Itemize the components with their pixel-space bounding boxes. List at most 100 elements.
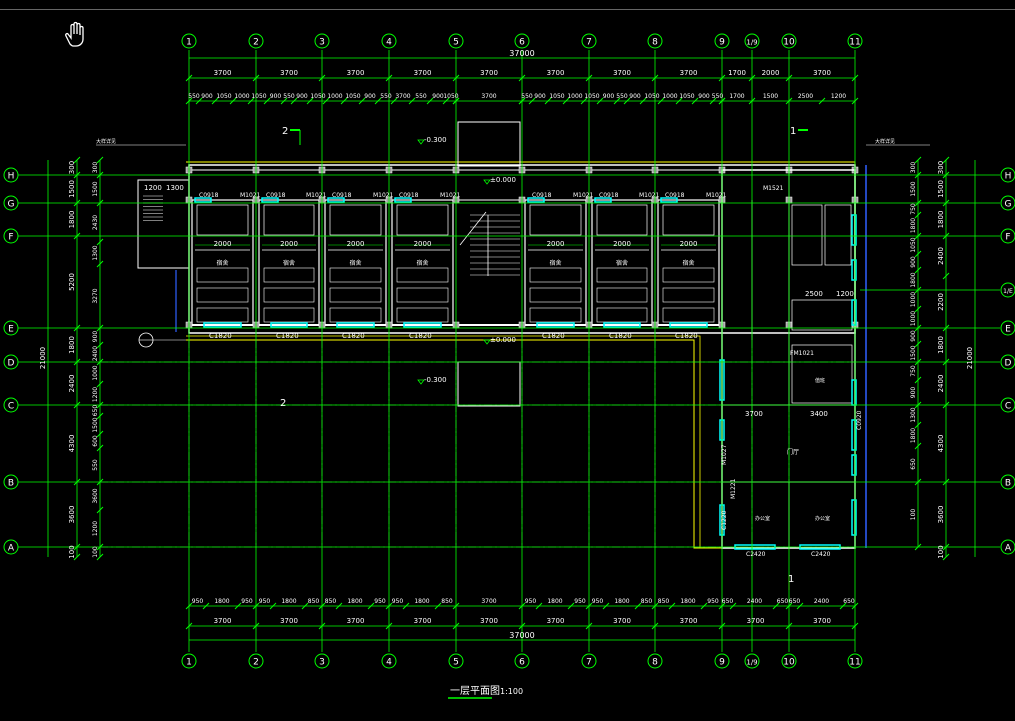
dim-top-detail-tick bbox=[322, 97, 330, 105]
dim-right-outer-text: 1800 bbox=[937, 211, 945, 229]
door-m1521: M1521 bbox=[763, 185, 784, 192]
dim-left-inner-text: 1500 bbox=[92, 181, 99, 196]
dim-right-inner-tick bbox=[914, 376, 922, 384]
dim-right-inner-text: 1800 bbox=[910, 428, 917, 443]
dim-bottom-detail-text: 850 bbox=[325, 598, 337, 605]
note-right: 大样详见 bbox=[875, 138, 895, 145]
dim-bottom-bay-text: 3700 bbox=[747, 617, 765, 625]
dim-right-outer-tick bbox=[942, 358, 950, 366]
dim-top-bay-tick bbox=[651, 74, 659, 82]
axis-bubble bbox=[1000, 474, 1015, 490]
axis-bubble bbox=[647, 33, 663, 49]
dim-right-outer-text: 1500 bbox=[937, 180, 945, 198]
dim-top-detail-tick bbox=[748, 97, 756, 105]
dim-top-detail-tick bbox=[358, 97, 366, 105]
room-width-text: 2000 bbox=[347, 240, 365, 248]
window-top bbox=[594, 197, 612, 203]
bed bbox=[596, 267, 648, 283]
dim-left-inner-text: 2400 bbox=[92, 346, 99, 361]
bed bbox=[196, 307, 249, 323]
window-top-label: C0918 bbox=[399, 192, 419, 199]
dim-right-inner-tick bbox=[914, 211, 922, 219]
section-mark-bottom: 2 bbox=[280, 398, 286, 409]
axis-bubble bbox=[1000, 282, 1015, 298]
dim-top-bay-text: 3700 bbox=[680, 69, 698, 77]
axis-bubble bbox=[744, 33, 760, 49]
dim-top-bay-text: 3700 bbox=[613, 69, 631, 77]
hand-pan-icon[interactable] bbox=[65, 21, 84, 47]
axis-row-label: C bbox=[1005, 402, 1011, 412]
dim-bottom-detail-tick bbox=[634, 602, 642, 610]
dim-left-outer-tick bbox=[73, 171, 81, 179]
dim-bottom-detail-text: 950 bbox=[525, 598, 537, 605]
door-top-label: M1021 bbox=[373, 192, 394, 199]
axis-col-label: 1 bbox=[186, 38, 192, 48]
room-width-text: 2000 bbox=[214, 240, 232, 248]
dim-bottom-detail-text: 950 bbox=[392, 598, 404, 605]
dim-left-outer-text: 3600 bbox=[68, 506, 76, 524]
room-name-text: 宿舍 bbox=[416, 259, 428, 267]
axis-row-label: D bbox=[1005, 359, 1012, 369]
axis-row-label: D bbox=[8, 359, 15, 369]
dim-left-inner-text: 1200 bbox=[92, 387, 99, 402]
bed bbox=[196, 267, 249, 283]
dim-bottom-detail-text: 2400 bbox=[814, 598, 829, 605]
dim-top-detail-text: 1000 bbox=[327, 93, 342, 100]
axis-row-label: H bbox=[8, 172, 15, 182]
dim-bottom-detail-text: 950 bbox=[259, 598, 271, 605]
axis-row-label: F bbox=[8, 233, 13, 243]
dim-bottom-detail-tick bbox=[367, 602, 375, 610]
door-top-label: M1021 bbox=[440, 192, 461, 199]
dim-top-detail-text: 550 bbox=[415, 93, 427, 100]
window-bottom bbox=[669, 322, 708, 328]
dim-right-outer-text: 100 bbox=[937, 545, 945, 558]
dim-bottom-detail-tick bbox=[785, 602, 793, 610]
axis-col-label: 11 bbox=[849, 38, 860, 48]
toilet-room bbox=[824, 204, 852, 266]
axis-bubble bbox=[514, 33, 530, 49]
dim-top-detail-tick bbox=[280, 97, 288, 105]
dim-top-detail-text: 1050 bbox=[345, 93, 360, 100]
axis-row-label: C bbox=[8, 402, 14, 412]
dim-left-inner-text: 2430 bbox=[92, 215, 99, 230]
dim-left-inner-text: 3270 bbox=[92, 288, 99, 303]
axis-bubble bbox=[714, 33, 730, 49]
room-name-text: 宿舍 bbox=[283, 259, 295, 267]
bed bbox=[529, 267, 582, 283]
dim-right-inner-tick bbox=[914, 305, 922, 313]
dim-bottom-detail-tick bbox=[202, 602, 210, 610]
dim-left-outer-tick bbox=[73, 553, 81, 561]
dim-left-inner-tick bbox=[96, 260, 104, 268]
window-bottom bbox=[403, 322, 442, 328]
dim-top-bay-text: 3700 bbox=[280, 69, 298, 77]
dim-bottom-detail-text: 950 bbox=[374, 598, 386, 605]
dim-top-bay-text: 3700 bbox=[480, 69, 498, 77]
axis-col-label: 5 bbox=[453, 658, 459, 668]
axis-col-label: 1 bbox=[186, 658, 192, 668]
axis-col-label: 10 bbox=[783, 38, 795, 48]
dim-top-detail-text: 550 bbox=[283, 93, 295, 100]
dim-left-outer-text: 300 bbox=[68, 161, 76, 174]
dim-bottom-detail-tick bbox=[651, 602, 659, 610]
axis-bubble bbox=[781, 33, 797, 49]
dim-bottom-detail-tick bbox=[318, 602, 326, 610]
dim-top-bay-tick bbox=[851, 74, 859, 82]
axis-row-label: G bbox=[1005, 200, 1012, 210]
bed bbox=[396, 307, 449, 323]
dim-top-detail-text: 1050 bbox=[549, 93, 564, 100]
dim-top-detail-tick bbox=[544, 97, 552, 105]
dim-bottom-bay-tick bbox=[385, 622, 393, 630]
dim-top-bay-text: 3700 bbox=[414, 69, 432, 77]
dim-bottom-detail-text: 950 bbox=[707, 598, 719, 605]
dim-top-detail-tick bbox=[639, 97, 647, 105]
dim-top-detail-text: 1000 bbox=[234, 93, 249, 100]
dim-right-inner-tick bbox=[914, 199, 922, 207]
dim-top-detail-text: 1050 bbox=[443, 93, 458, 100]
dim-top-detail-tick bbox=[623, 97, 631, 105]
room-office1: 办公室 bbox=[755, 515, 770, 522]
dim-top-detail-tick bbox=[657, 97, 665, 105]
dim-3400: 3400 bbox=[810, 410, 828, 418]
axis-row-label: B bbox=[1005, 479, 1011, 489]
dim-bottom-bay-tick bbox=[318, 622, 326, 630]
